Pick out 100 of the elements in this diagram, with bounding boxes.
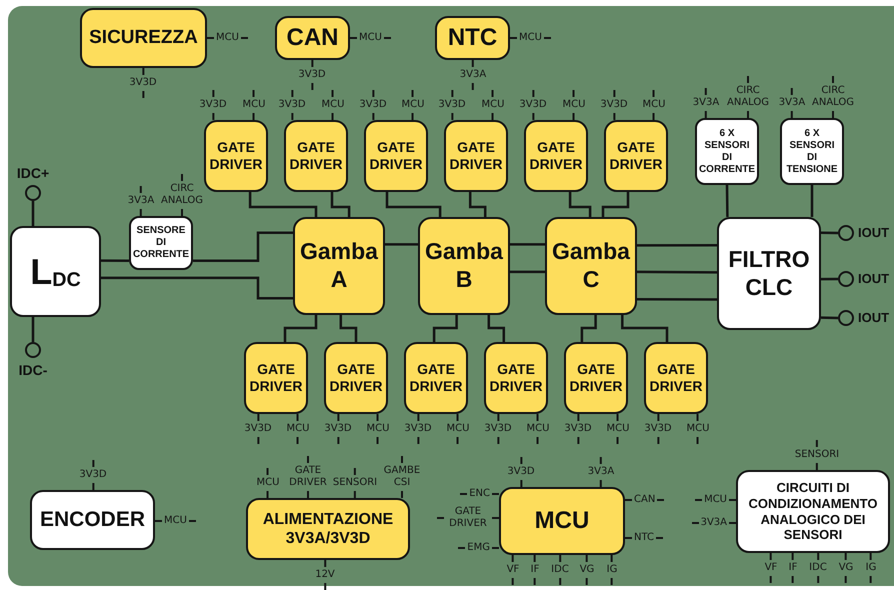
connector-line	[621, 315, 668, 342]
block-box	[244, 342, 308, 414]
pin-label: GAMBE CSI	[382, 465, 422, 489]
pin-label: MCU	[164, 515, 187, 527]
pin-label: 3V3D	[359, 99, 387, 111]
pin-label: IG	[866, 562, 876, 574]
block-label: MCU	[534, 506, 590, 536]
block-box	[484, 342, 548, 414]
pin-label: MCU	[286, 423, 310, 435]
block-box	[524, 120, 588, 192]
connector-line	[637, 270, 717, 274]
pin-label: MCU	[526, 423, 550, 435]
connector-line	[32, 201, 34, 226]
pin-label: IG	[606, 564, 618, 576]
pin-label: VG	[580, 564, 594, 576]
pin-label: 3V3D	[600, 99, 628, 111]
pin-label: 3V3A	[778, 97, 806, 109]
connector-line	[568, 192, 592, 217]
pin-label: 3V3D	[644, 423, 672, 435]
pin-label: 3V3D	[129, 77, 157, 89]
block-label: GATE DRIVER	[369, 139, 423, 173]
pin-label: CIRC ANALOG	[160, 183, 204, 207]
connector-line	[101, 276, 293, 300]
block-box	[717, 217, 821, 330]
block-label: Gamba B	[424, 238, 504, 294]
pin-label: 3V3A	[588, 466, 614, 478]
connector-line	[580, 315, 597, 342]
block-box	[324, 342, 388, 414]
block-label: NTC	[448, 24, 498, 52]
pin-label: VF	[764, 562, 778, 574]
pin-label: MCU	[256, 477, 280, 489]
block-label: GATE DRIVER	[609, 139, 663, 173]
pin-label: VF	[506, 564, 520, 576]
connector-line	[602, 192, 630, 217]
pin-label: MCU	[322, 99, 344, 111]
block-box	[604, 120, 668, 192]
pin-label: GATE DRIVER	[288, 465, 328, 489]
pin-label: MCU	[519, 32, 542, 44]
pin-label: 3V3D	[298, 69, 326, 81]
pin-label: VG	[838, 562, 854, 574]
pin-label: 3V3D	[324, 423, 352, 435]
terminal-label: IOUT	[858, 310, 890, 326]
pin-label: CIRC ANALOG	[811, 85, 855, 109]
block-label: GATE DRIVER	[249, 361, 303, 395]
pin-label: 3V3A	[460, 69, 486, 81]
pin-label: MCU	[402, 99, 424, 111]
connector-line	[510, 270, 545, 274]
pin-label: CAN	[634, 494, 656, 506]
terminal	[838, 310, 890, 326]
block-box	[293, 217, 385, 315]
pin-label: 3V3A	[128, 195, 154, 207]
block-box	[564, 342, 628, 414]
connector-line	[32, 317, 34, 342]
terminal	[838, 270, 890, 288]
pin-label: 3V3D	[79, 469, 107, 481]
block-box	[275, 16, 350, 60]
pin-label: 3V3A	[700, 517, 727, 529]
pin-label: IDC	[551, 564, 569, 576]
block-box	[644, 342, 708, 414]
block-box	[80, 8, 207, 68]
pin-label: 3V3D	[438, 99, 466, 111]
connector-line	[385, 243, 418, 246]
block-box	[695, 118, 759, 185]
pin-label: MCU	[562, 99, 586, 111]
block-box	[780, 118, 844, 185]
pin-label: MCU	[366, 423, 390, 435]
pin-label: MCU	[216, 32, 239, 44]
block-label: FILTRO CLC	[727, 246, 811, 302]
block-label: SENSORE DI CORRENTE	[132, 225, 190, 261]
pin-label: MCU	[359, 32, 382, 44]
connector-line	[510, 243, 545, 246]
block-label: 6 X SENSORI DI CORRENTE	[698, 128, 756, 176]
block-label: L$_{DC}$	[30, 250, 81, 294]
terminal	[838, 224, 890, 242]
connector-line	[432, 315, 458, 342]
block-label: GATE DRIVER	[569, 361, 623, 395]
pin-label: 3V3D	[564, 423, 592, 435]
block-label: GATE DRIVER	[209, 139, 263, 173]
terminal-label: IOUT	[858, 271, 890, 287]
connector-line	[821, 278, 838, 280]
block-label: GATE DRIVER	[449, 139, 503, 173]
terminal-label: IDC+	[16, 165, 50, 181]
connector-line	[820, 316, 838, 320]
block-box	[499, 487, 625, 555]
block-label: ALIMENTAZIONE 3V3A/3V3D	[262, 510, 394, 548]
pin-label: IF	[788, 562, 798, 574]
connector-line	[248, 192, 318, 217]
pin-label: ENC	[469, 488, 490, 500]
block-box	[736, 470, 890, 553]
connector-line	[101, 259, 129, 262]
connector-line	[820, 232, 838, 234]
pin-label: MCU	[242, 99, 266, 111]
pin-label: 12V	[315, 569, 335, 581]
block-label: GATE DRIVER	[289, 139, 343, 173]
block-box	[284, 120, 348, 192]
block-box	[435, 16, 510, 60]
block-box	[418, 217, 510, 315]
pin-label: 3V3D	[199, 99, 227, 111]
block-label: GATE DRIVER	[489, 361, 543, 395]
connector-line	[637, 298, 717, 301]
